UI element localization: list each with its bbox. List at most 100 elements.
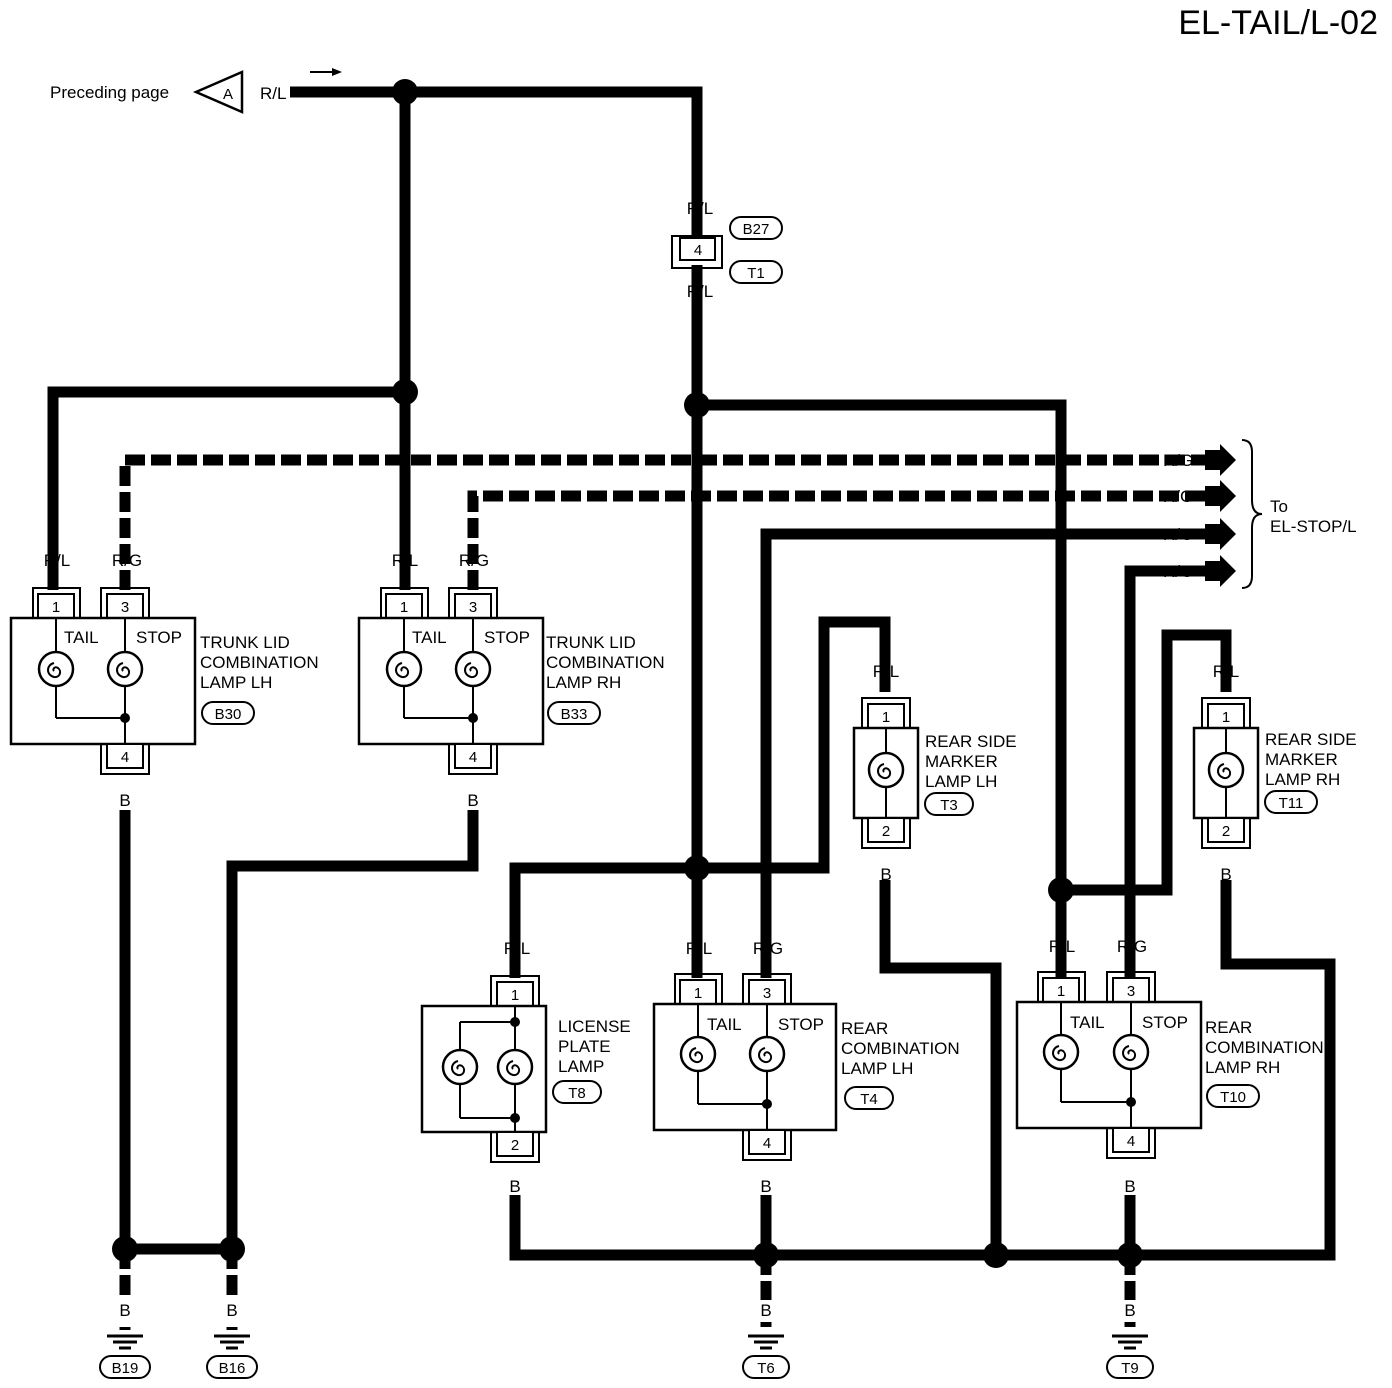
ground-b16[interactable]: B B16 [206, 1300, 258, 1379]
component-name: TRUNK LID [546, 633, 636, 652]
pin-label: 4 [469, 749, 477, 766]
pin-label: 1 [52, 599, 60, 616]
wire-label: R/G [1163, 562, 1193, 581]
pin-label: 1 [400, 599, 408, 616]
component-name: LAMP LH [841, 1059, 913, 1078]
component-name: COMBINATION [546, 653, 665, 672]
wire-label: R/L [873, 662, 899, 681]
connector-a: A [223, 86, 233, 103]
pin-label: 1 [1057, 983, 1065, 1000]
component-name: COMBINATION [200, 653, 319, 672]
bulb-icon [1112, 1033, 1150, 1071]
pin-label: 4 [763, 1135, 771, 1152]
preceding-page-connector[interactable]: Preceding page A R/L [50, 68, 342, 114]
wire-label: B [760, 1177, 771, 1196]
splices [112, 79, 1143, 1268]
pin-4: 4 [694, 242, 702, 259]
bulb-icon [496, 1048, 534, 1086]
wire-label: R/L [1213, 662, 1239, 681]
wire-label: R/L [1049, 937, 1075, 956]
pin-label: 2 [511, 1137, 519, 1154]
bulb-icon [106, 650, 144, 688]
trunk-lid-lamp-lh[interactable]: R/L R/G 1 3 TAIL STOP 4 B TRUNK LID COMB… [9, 551, 319, 810]
wire-label: R/G [1163, 451, 1193, 470]
component-name: MARKER [1265, 750, 1338, 769]
connector-code: T8 [568, 1085, 586, 1102]
pin-label: 1 [1222, 709, 1230, 726]
pin-label: 1 [694, 985, 702, 1002]
component-name: COMBINATION [841, 1039, 960, 1058]
page-code: EL-TAIL/L-02 [1178, 4, 1378, 42]
arrow-right-icon [1205, 480, 1236, 512]
bulb-tail-label: TAIL [64, 628, 99, 647]
component-name: LAMP RH [1265, 770, 1340, 789]
component-name: REAR SIDE [925, 732, 1017, 751]
ground-t9[interactable]: B T9 [1106, 1300, 1154, 1379]
pin-label: 4 [121, 749, 129, 766]
ground-icon [1110, 1334, 1150, 1350]
bulb-tail-label: TAIL [707, 1015, 742, 1034]
connector-code-b27: B27 [743, 221, 770, 238]
brace-icon [1241, 439, 1263, 589]
wire-label: B [760, 1301, 771, 1320]
ground-icon [212, 1334, 252, 1350]
ground-icon [746, 1334, 786, 1350]
bulb-icon [37, 650, 75, 688]
wire-label: B [1124, 1177, 1135, 1196]
pin-label: 3 [469, 599, 477, 616]
component-name: MARKER [925, 752, 998, 771]
ground-t6[interactable]: B T6 [742, 1300, 790, 1379]
wire-label: R/G [753, 939, 783, 958]
preceding-wire-label: R/L [260, 84, 286, 103]
bulb-stop-label: STOP [778, 1015, 824, 1034]
pin-label: 1 [882, 709, 890, 726]
arrow-right-icon [1205, 555, 1236, 587]
wire-label: B [880, 865, 891, 884]
bulb-stop-label: STOP [484, 628, 530, 647]
component-name: LAMP LH [200, 673, 272, 692]
bulb-icon [454, 650, 492, 688]
bulb-icon [1207, 751, 1245, 789]
ground-b19[interactable]: B B19 [99, 1300, 151, 1379]
rear-combination-lamp-rh[interactable]: R/L R/G 1 3 TAIL STOP 4 B REAR COMBINATI… [1015, 937, 1324, 1196]
rear-combination-lamp-lh[interactable]: R/L R/G 1 3 TAIL STOP 4 B REAR COMBINATI… [652, 939, 960, 1196]
component-name: TRUNK LID [200, 633, 290, 652]
ground-code: B19 [112, 1360, 139, 1377]
trunk-lid-lamp-rh[interactable]: R/L R/G 1 3 TAIL STOP 4 B TRUNK LID COMB… [357, 551, 665, 810]
component-name: LAMP RH [546, 673, 621, 692]
wire-label: R/L [504, 939, 530, 958]
connector-code: T4 [860, 1091, 878, 1108]
destination-to: To [1270, 497, 1288, 516]
wire-label: R/G [112, 551, 142, 570]
wire-label: R/L [687, 199, 713, 218]
bulb-icon [679, 1035, 717, 1073]
bulb-tail-label: TAIL [1070, 1013, 1105, 1032]
component-name: REAR SIDE [1265, 730, 1357, 749]
wire-label: B [1220, 865, 1231, 884]
wire-label: R/G [1163, 525, 1193, 544]
to-el-stop-l[interactable]: R/G R/G R/G R/G To EL-STOP/L [1163, 439, 1357, 589]
destination-page: EL-STOP/L [1270, 517, 1357, 536]
rear-side-marker-lamp-lh[interactable]: R/L 1 2 B REAR SIDE MARKER LAMP LH T3 [852, 662, 1017, 884]
wire-label: B [119, 791, 130, 810]
wire-label: R/L [44, 551, 70, 570]
connector-code: T10 [1220, 1089, 1246, 1106]
pin-label: 3 [121, 599, 129, 616]
connector-code: T3 [940, 797, 958, 814]
bulb-tail-label: TAIL [412, 628, 447, 647]
component-name: LAMP LH [925, 772, 997, 791]
bulb-icon [867, 751, 905, 789]
ground-code: T9 [1121, 1360, 1139, 1377]
wire-label: B [119, 1301, 130, 1320]
wire-label: R/L [392, 551, 418, 570]
wire-label: B [1124, 1301, 1135, 1320]
wire-label: R/G [459, 551, 489, 570]
component-name: LICENSE [558, 1017, 631, 1036]
rear-side-marker-lamp-rh[interactable]: R/L 1 2 B REAR SIDE MARKER LAMP RH T11 [1192, 662, 1357, 884]
connector-code: B33 [561, 706, 588, 723]
license-plate-lamp[interactable]: R/L 1 2 B LICENSE PLATE LAMP T8 [420, 939, 631, 1196]
wire-label: R/G [1117, 937, 1147, 956]
bulb-icon [748, 1035, 786, 1073]
component-name: LAMP RH [1205, 1058, 1280, 1077]
